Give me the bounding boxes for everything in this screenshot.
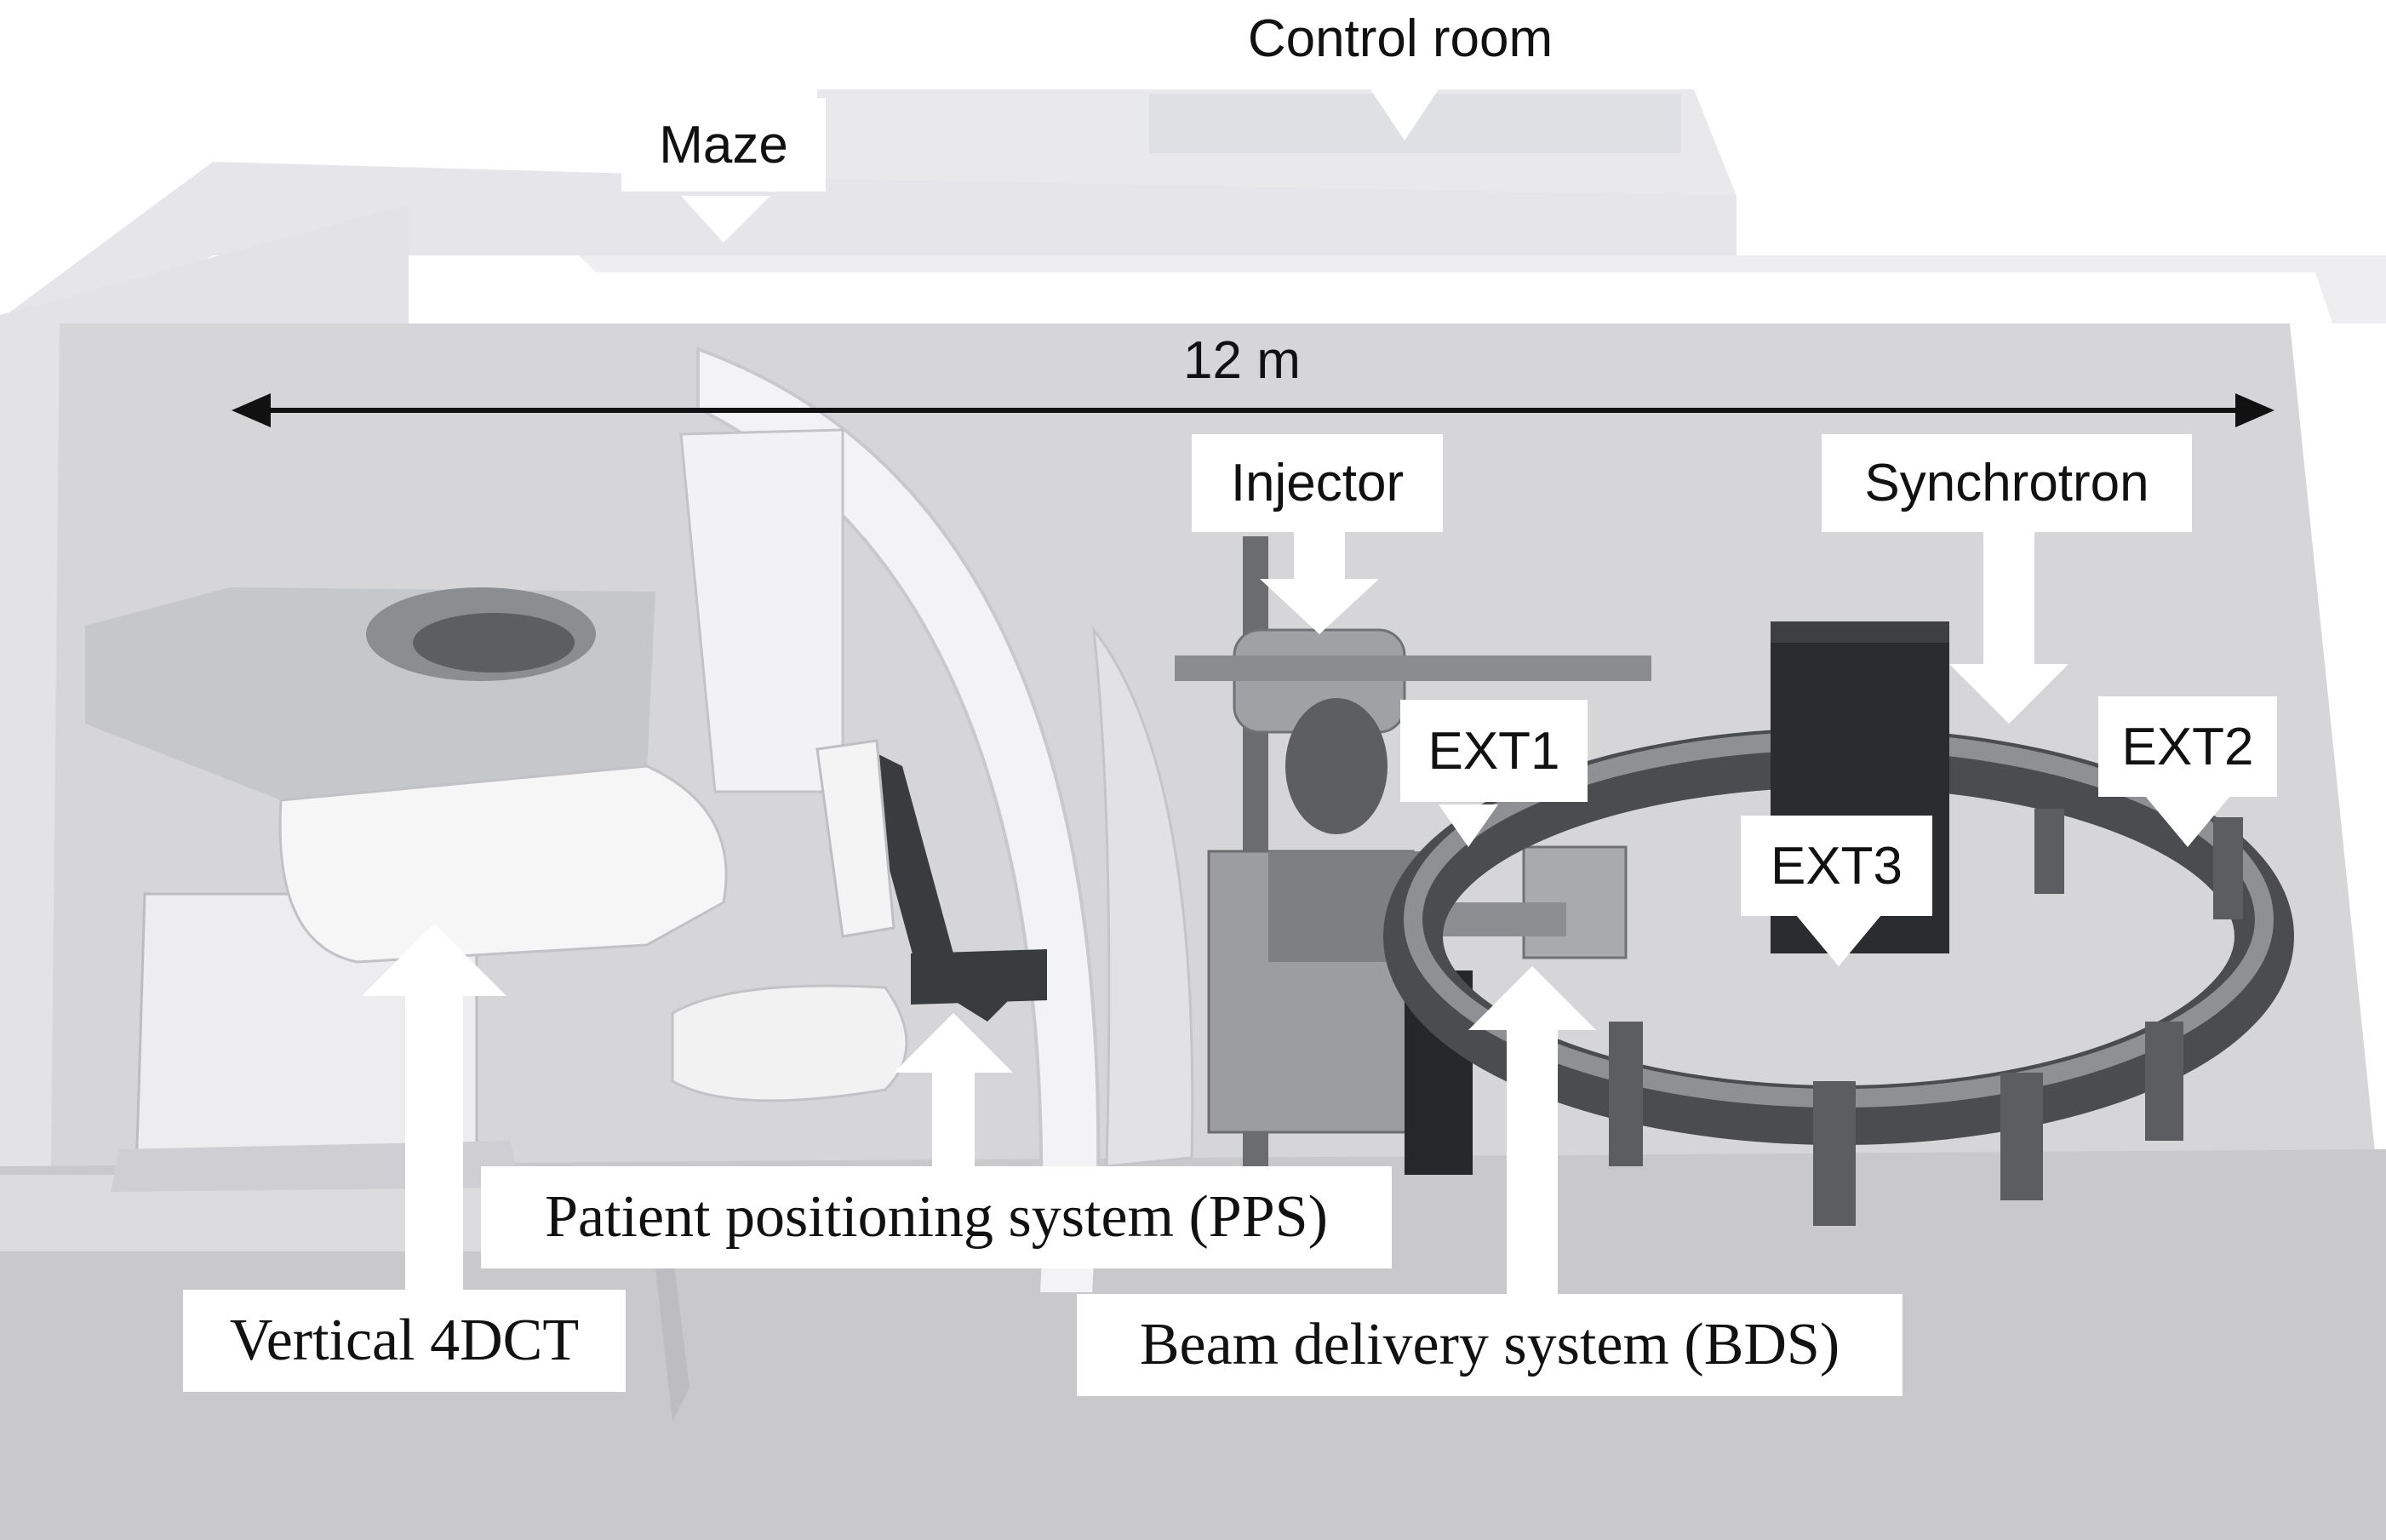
ring-pillar-1 <box>1609 1022 1643 1166</box>
curved-wall-shadow <box>1091 625 1194 1168</box>
label-synchrotron: Synchrotron <box>1822 434 2192 532</box>
control-room-arrow <box>1370 89 1439 140</box>
pps-arm-lower <box>911 949 1047 1005</box>
beamline-pipe <box>1175 656 1651 681</box>
label-ext3: EXT3 <box>1741 816 1932 916</box>
dimension-arrowhead-left <box>232 393 271 427</box>
back-wall-right <box>579 255 2386 323</box>
pps-couch <box>815 739 895 938</box>
label-bds: Beam delivery system (BDS) <box>1077 1294 1903 1396</box>
pps-arm <box>868 749 1013 1022</box>
label-vertical-4dct: Vertical 4DCT <box>183 1290 626 1392</box>
label-maze: Maze <box>621 98 826 192</box>
maze-wall <box>0 162 1737 383</box>
injector-arrow <box>1260 532 1379 634</box>
ring-pillar-4 <box>2145 1022 2183 1141</box>
vertical-4dct-arrow <box>362 924 506 1290</box>
bds-arrow <box>1468 966 1596 1294</box>
label-ext2: EXT2 <box>2098 696 2277 797</box>
pps-base <box>671 984 908 1102</box>
ext2-arrow <box>2145 796 2230 847</box>
ring-pillar-6 <box>2213 817 2243 919</box>
ring-pillar-5 <box>2034 809 2064 894</box>
label-control-room: Control room <box>1200 0 1600 77</box>
label-pps: Patient positioning system (PPS) <box>481 1166 1392 1268</box>
label-ext1: EXT1 <box>1400 700 1588 802</box>
ct-gantry-body <box>278 764 728 964</box>
ct-bore-inner <box>413 613 575 673</box>
ext1-arrow <box>1430 804 1507 847</box>
ring-pillar-3 <box>2000 1073 2043 1200</box>
rf-cabinet-top <box>1771 621 1949 643</box>
ext3-arrow <box>1796 915 1881 966</box>
label-dimension: 12 m <box>1183 331 1301 390</box>
injector-drum <box>1285 698 1388 834</box>
synchrotron-arrow <box>1949 532 2068 724</box>
maze-arrow <box>681 196 770 243</box>
dimension-arrowhead-right <box>2235 393 2274 427</box>
pps-arrow <box>894 1013 1013 1166</box>
label-injector: Injector <box>1192 434 1443 532</box>
ring-pillar-2 <box>1813 1081 1856 1226</box>
